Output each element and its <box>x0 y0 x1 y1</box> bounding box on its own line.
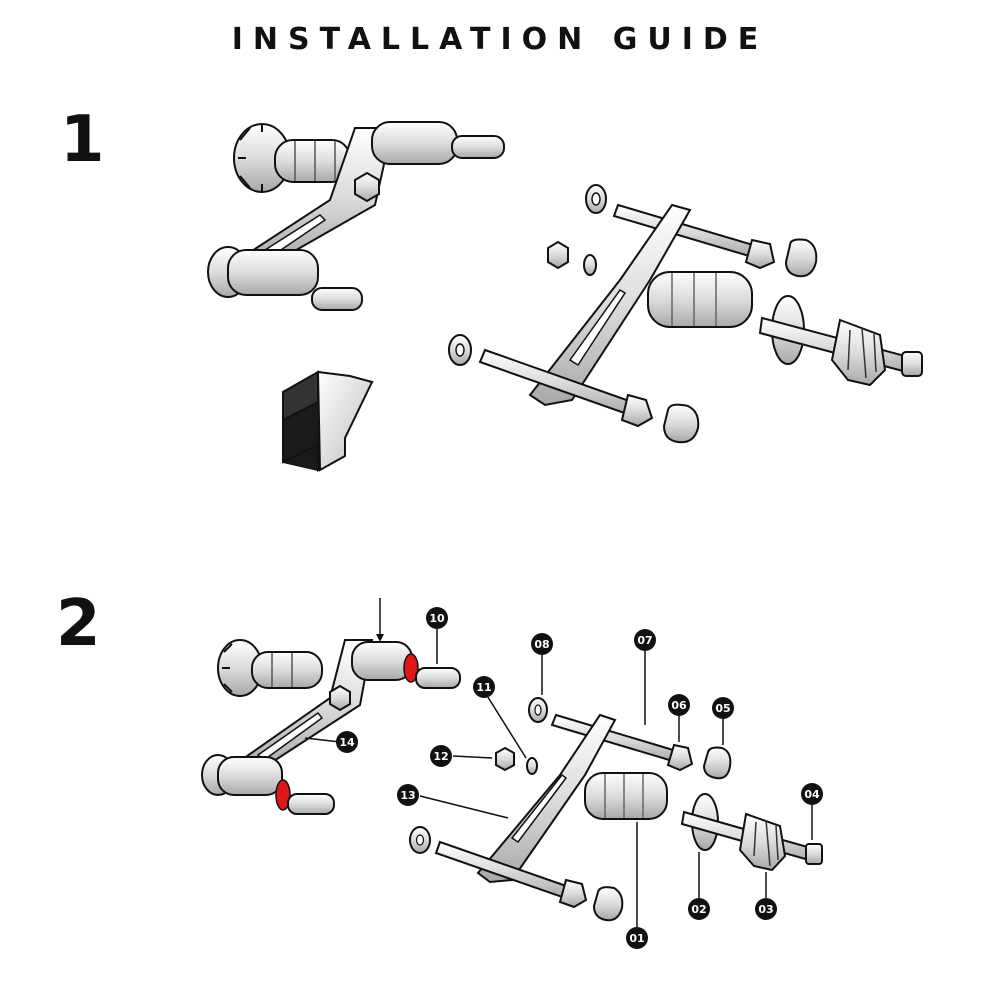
step-1-assembled-bracket <box>207 121 505 311</box>
callout-12: 12 <box>430 745 452 767</box>
step-2-washer-small <box>526 757 538 775</box>
svg-text:04: 04 <box>804 788 820 801</box>
step-2-lower-spacer <box>201 754 335 815</box>
svg-text:02: 02 <box>691 903 706 916</box>
step-2-end-cap-upper <box>702 746 732 780</box>
callout-14: 14 <box>336 731 358 753</box>
step-2-number: 2 <box>56 587 101 661</box>
step-1-upper-slider-knob <box>233 123 351 193</box>
step-2-exploded-parts <box>409 697 823 922</box>
callout-01: 01 <box>626 927 648 949</box>
svg-text:14: 14 <box>339 736 355 749</box>
step-1-end-cap-lower <box>662 403 700 444</box>
step-2-end-cap-lower <box>592 886 624 922</box>
callout-02: 02 <box>688 898 710 920</box>
step-2-bolt-upper <box>550 713 694 772</box>
step-2-upper-spacer <box>351 641 461 689</box>
svg-text:05: 05 <box>715 702 730 715</box>
step-1-end-cap-upper <box>784 238 818 278</box>
svg-text:12: 12 <box>433 750 448 763</box>
step-1-upper-spacer <box>371 121 505 165</box>
step-1-nut <box>354 171 380 203</box>
step-1-slider-assembly <box>758 295 923 387</box>
step-1-lower-spacer <box>207 246 363 311</box>
callout-leaders <box>304 629 813 927</box>
step-1-washer-small <box>583 254 597 276</box>
step-1-grooved-spacer <box>647 271 753 328</box>
step-1-bolt-lower <box>478 348 654 428</box>
step-1-bolt-upper <box>612 203 776 270</box>
step-2-slider-assembly <box>680 793 823 872</box>
step-2-nut-small <box>495 746 515 772</box>
svg-text:03: 03 <box>758 903 773 916</box>
step-2-bolt-lower <box>434 840 588 909</box>
step-1-nut-small <box>547 240 569 270</box>
svg-text:08: 08 <box>534 638 549 651</box>
callout-13: 13 <box>397 784 419 806</box>
callout-06: 06 <box>668 694 690 716</box>
step-2-grooved-spacer <box>584 772 668 820</box>
step-1-direction-arrow <box>282 370 374 473</box>
svg-text:13: 13 <box>400 789 415 802</box>
step-2-nut <box>329 684 351 712</box>
callout-05: 05 <box>712 697 734 719</box>
step-1-exploded-parts <box>448 184 923 444</box>
svg-text:11: 11 <box>476 681 491 694</box>
step-1-number: 1 <box>60 103 105 177</box>
page-title: INSTALLATION GUIDE <box>231 22 769 57</box>
svg-text:07: 07 <box>637 634 652 647</box>
svg-text:01: 01 <box>629 932 644 945</box>
svg-text:10: 10 <box>429 612 445 625</box>
step-2-assembled-bracket <box>201 598 461 815</box>
callout-04: 04 <box>801 783 823 805</box>
callout-03: 03 <box>755 898 777 920</box>
svg-text:06: 06 <box>671 699 687 712</box>
callout-11: 11 <box>473 676 495 698</box>
callout-07: 07 <box>634 629 656 651</box>
callout-08: 08 <box>531 633 553 655</box>
callout-10: 10 <box>426 607 448 629</box>
step-2-upper-slider-knob <box>217 639 323 697</box>
